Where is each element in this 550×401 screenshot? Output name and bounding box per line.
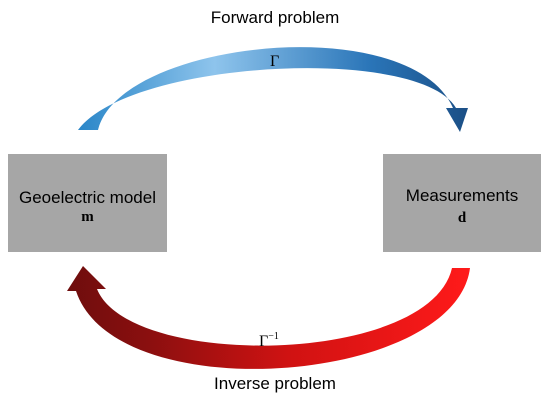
- measurements-label: Measurements: [405, 186, 519, 205]
- inverse-problem-label: Inverse problem: [214, 374, 336, 393]
- inverse-operator-label: Γ−1: [259, 331, 279, 351]
- inverse-operator-exponent: −1: [268, 331, 279, 342]
- inverse-operator-base: Γ: [259, 333, 269, 350]
- forward-operator-label: Γ: [270, 53, 280, 70]
- model-symbol: m: [81, 209, 94, 225]
- inverse-arrow: [67, 266, 470, 369]
- measurements-box: Measurements d: [383, 154, 541, 252]
- geoelectric-model-box: Geoelectric model m: [8, 154, 167, 252]
- measurements-symbol: d: [457, 210, 467, 226]
- forward-problem-label: Forward problem: [210, 8, 340, 27]
- geoelectric-model-label: Geoelectric model: [18, 188, 156, 207]
- forward-arrow: [78, 47, 468, 132]
